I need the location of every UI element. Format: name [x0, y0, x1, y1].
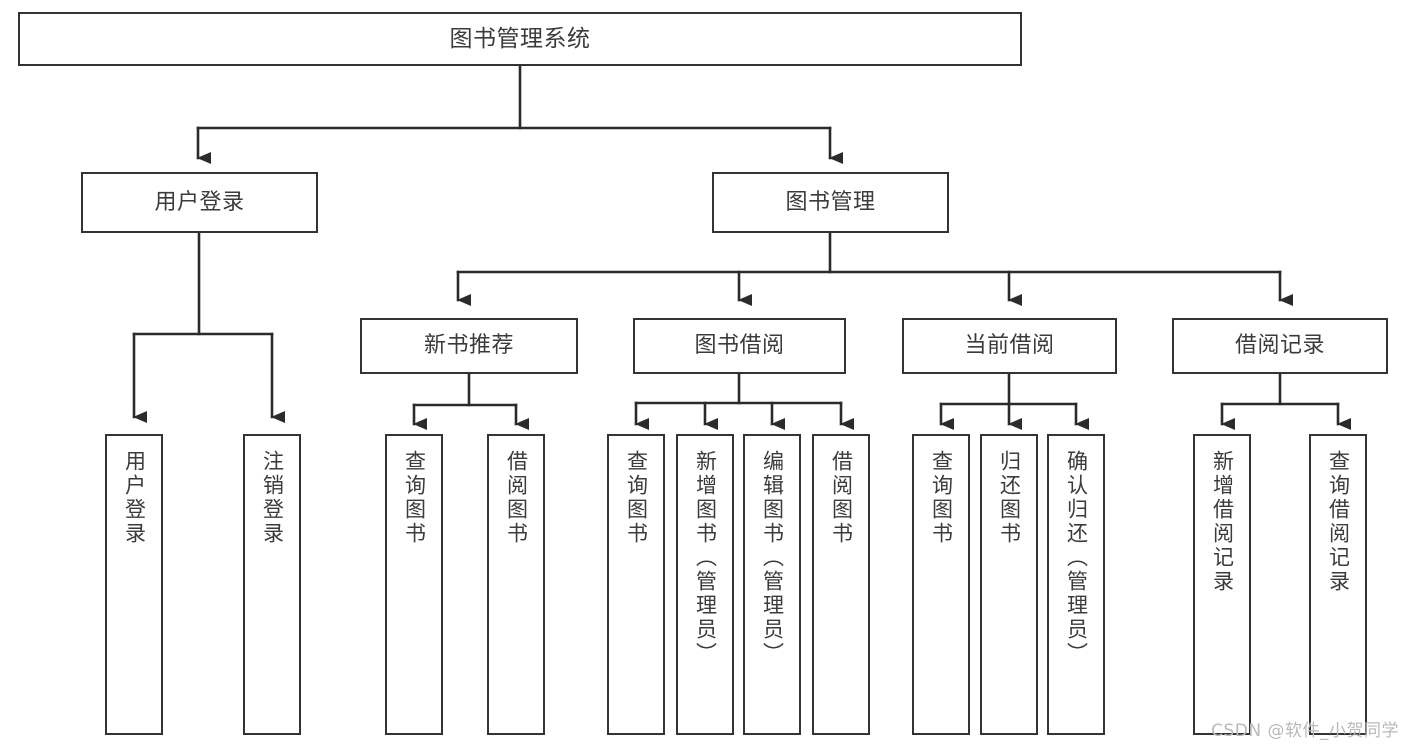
leaf-user-login-logout[interactable]: 注销登录 — [243, 434, 301, 735]
node-label: 图书借阅 — [694, 333, 785, 359]
node-user-login[interactable]: 用户登录 — [81, 172, 318, 233]
node-label: 用户登录 — [154, 189, 245, 215]
leaf-book-borrow-add[interactable]: 新增图书（管理员） — [676, 434, 734, 735]
node-label: 新增图书（管理员） — [693, 450, 718, 666]
leaf-new-book-query[interactable]: 查询图书 — [385, 434, 443, 735]
node-current-borrow[interactable]: 当前借阅 — [902, 318, 1117, 374]
node-borrow-record[interactable]: 借阅记录 — [1172, 318, 1388, 374]
node-book-borrow[interactable]: 图书借阅 — [633, 318, 846, 374]
node-book-management[interactable]: 图书管理 — [712, 172, 949, 233]
csdn-watermark: CSDN @软件_小贺同学 — [1211, 721, 1399, 741]
leaf-book-borrow-edit[interactable]: 编辑图书（管理员） — [743, 434, 801, 735]
node-label: 确认归还（管理员） — [1064, 450, 1089, 666]
node-label: 借阅图书 — [829, 450, 854, 546]
leaf-book-borrow-query[interactable]: 查询图书 — [607, 434, 665, 735]
node-label: 查询图书 — [624, 450, 649, 546]
leaf-book-borrow-borrow[interactable]: 借阅图书 — [812, 434, 870, 735]
node-label: 查询图书 — [929, 450, 954, 546]
node-label: 查询借阅记录 — [1326, 450, 1351, 594]
node-root-system[interactable]: 图书管理系统 — [18, 12, 1022, 66]
leaf-borrow-record-add[interactable]: 新增借阅记录 — [1193, 434, 1251, 735]
node-label: 图书管理系统 — [449, 25, 591, 52]
node-label: 借阅图书 — [504, 450, 529, 546]
node-label: 用户登录 — [122, 450, 147, 546]
node-label: 图书管理 — [785, 189, 876, 215]
leaf-current-borrow-confirm-return[interactable]: 确认归还（管理员） — [1047, 434, 1105, 735]
node-new-book-recommend[interactable]: 新书推荐 — [360, 318, 578, 374]
node-label: 借阅记录 — [1234, 333, 1325, 359]
leaf-user-login-login[interactable]: 用户登录 — [105, 434, 163, 735]
leaf-current-borrow-query[interactable]: 查询图书 — [912, 434, 970, 735]
node-label: 归还图书 — [997, 450, 1022, 546]
node-label: 新书推荐 — [423, 333, 514, 359]
leaf-new-book-borrow[interactable]: 借阅图书 — [487, 434, 545, 735]
node-label: 新增借阅记录 — [1210, 450, 1235, 594]
node-label: 编辑图书（管理员） — [760, 450, 785, 666]
node-label: 注销登录 — [260, 450, 285, 546]
node-label: 查询图书 — [402, 450, 427, 546]
leaf-current-borrow-return[interactable]: 归还图书 — [980, 434, 1038, 735]
leaf-borrow-record-query[interactable]: 查询借阅记录 — [1309, 434, 1367, 735]
node-label: 当前借阅 — [964, 333, 1055, 359]
